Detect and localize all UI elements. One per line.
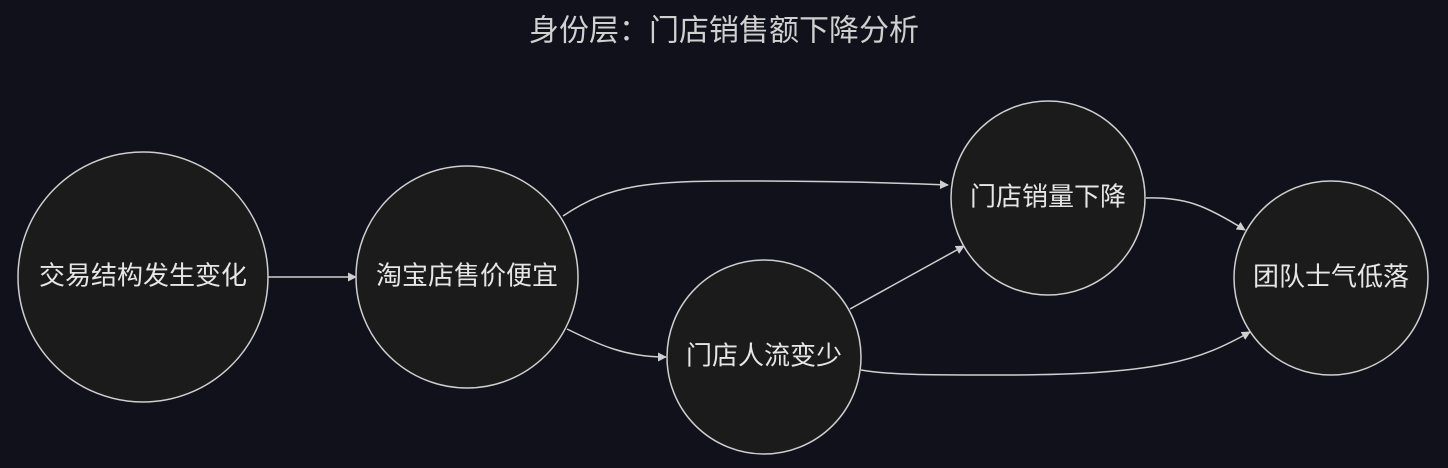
edge-n3-n5 — [860, 331, 1251, 376]
node-team-morale-low[interactable]: 团队士气低落 — [1233, 180, 1429, 376]
node-label: 交易结构发生变化 — [39, 262, 247, 292]
node-label: 淘宝店售价便宜 — [376, 262, 558, 292]
node-circle — [17, 151, 269, 403]
node-circle — [666, 259, 862, 455]
node-label: 团队士气低落 — [1253, 263, 1409, 293]
node-circle — [355, 165, 579, 389]
node-label: 门店人流变少 — [686, 342, 842, 372]
edge-n3-n4 — [849, 245, 965, 310]
node-transaction-structure-change[interactable]: 交易结构发生变化 — [17, 151, 269, 403]
node-circle — [950, 100, 1146, 296]
edge-n2-n3 — [566, 328, 667, 362]
node-store-traffic-decrease[interactable]: 门店人流变少 — [666, 259, 862, 455]
edge-n2-n4 — [562, 180, 949, 217]
node-taobao-price-cheap[interactable]: 淘宝店售价便宜 — [355, 165, 579, 389]
edges-layer — [268, 180, 1251, 376]
diagram-title: 身份层：门店销售额下降分析 — [529, 14, 919, 49]
node-store-sales-decline[interactable]: 门店销量下降 — [950, 100, 1146, 296]
edge-n4-n5 — [1145, 197, 1246, 231]
nodes-layer: 交易结构发生变化 淘宝店售价便宜 门店人流变少 门店销量下降 团队士气低落 — [17, 100, 1429, 455]
node-label: 门店销量下降 — [970, 183, 1126, 213]
node-circle — [1233, 180, 1429, 376]
